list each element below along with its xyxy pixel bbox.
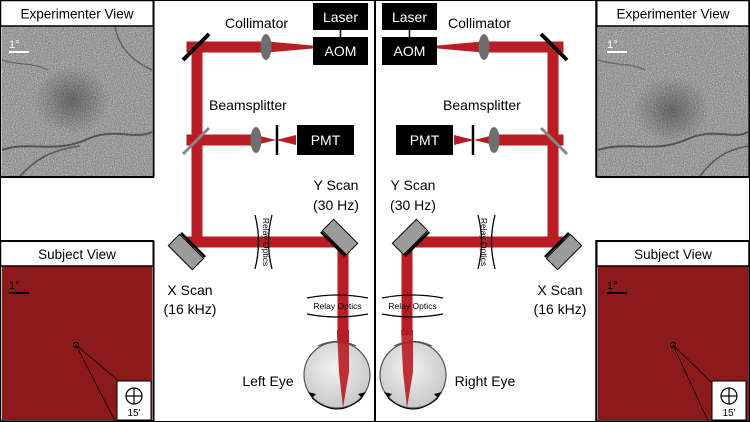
left-eye-label: Left Eye bbox=[242, 373, 294, 389]
left-subject-title: Subject View bbox=[38, 247, 116, 262]
right-reticle-label: 15' bbox=[722, 408, 735, 419]
right-retina-image bbox=[597, 26, 749, 177]
left-reticle-label: 15' bbox=[127, 408, 140, 419]
right-x-freq-label: (16 kHz) bbox=[534, 301, 587, 317]
left-relay-optics-horizontal-label: Relay Optics bbox=[313, 301, 361, 311]
left-relay-optics-horizontal bbox=[306, 294, 369, 318]
right-x-scan-label: X Scan bbox=[537, 282, 582, 298]
right-eye-label: Right Eye bbox=[455, 373, 516, 389]
right-beamsplitter-plate bbox=[539, 126, 569, 156]
right-fold-mirror bbox=[539, 32, 569, 62]
right-laser-box bbox=[382, 3, 437, 30]
left-laser-label: Laser bbox=[323, 9, 358, 25]
left-retina-image bbox=[1, 25, 153, 177]
left-fold-mirror bbox=[181, 32, 211, 62]
right-aom-label: AOM bbox=[394, 43, 426, 59]
right-target-marker bbox=[670, 342, 676, 348]
right-relay-optics-vertical bbox=[477, 214, 496, 270]
left-pmt-label: PMT bbox=[311, 132, 341, 148]
right-aom-box bbox=[382, 37, 437, 65]
right-experimenter-title: Experimenter View bbox=[616, 7, 729, 22]
right-relay-optics-horizontal-label: Relay Optics bbox=[388, 301, 436, 311]
right-experimenter-scale-label: 1° bbox=[607, 39, 618, 51]
left-beamsplitter-plate bbox=[181, 126, 211, 156]
left-subject-scale-label: 1° bbox=[9, 280, 20, 292]
right-collimator-lens bbox=[478, 34, 490, 60]
left-beamsplitter-label: Beamsplitter bbox=[209, 97, 287, 113]
right-y-scanner bbox=[391, 218, 430, 257]
left-eye bbox=[303, 340, 371, 410]
left-reticle-icon bbox=[125, 387, 143, 405]
right-beamsplitter-lens bbox=[488, 127, 500, 153]
left-experimenter-title: Experimenter View bbox=[20, 7, 133, 22]
right-laser-label: Laser bbox=[392, 9, 427, 25]
left-collimator-label: Collimator bbox=[225, 15, 288, 31]
left-half: Experimenter View 1° Subject View 1° 15' bbox=[0, 0, 371, 422]
right-half: Experimenter View 1° Subject View 1° 15' bbox=[379, 0, 750, 422]
right-beamsplitter-label: Beamsplitter bbox=[443, 97, 521, 113]
right-relay-optics-horizontal bbox=[381, 294, 444, 318]
right-relay-optics-vertical-label: Relay Optics bbox=[479, 218, 489, 266]
left-laser-box bbox=[313, 3, 368, 30]
left-collimator-lens bbox=[260, 34, 272, 60]
left-pmt-box bbox=[297, 125, 354, 155]
left-x-scanner bbox=[167, 232, 206, 271]
right-collimator-label: Collimator bbox=[448, 15, 511, 31]
right-pmt-label: PMT bbox=[410, 132, 440, 148]
left-x-freq-label: (16 kHz) bbox=[164, 301, 217, 317]
right-beam-into-eye bbox=[401, 330, 413, 408]
left-relay-optics-vertical bbox=[254, 214, 273, 270]
left-aom-label: AOM bbox=[325, 43, 357, 59]
right-subject-scale-label: 1° bbox=[607, 280, 618, 292]
left-y-scan-label: Y Scan bbox=[314, 177, 359, 193]
left-y-freq-label: (30 Hz) bbox=[313, 197, 359, 213]
left-beam-path bbox=[186, 41, 349, 336]
left-y-scanner bbox=[320, 218, 359, 257]
right-pmt-box bbox=[396, 125, 453, 155]
left-aom-box bbox=[313, 37, 368, 65]
right-y-freq-label: (30 Hz) bbox=[390, 197, 436, 213]
left-relay-optics-vertical-label: Relay Optics bbox=[261, 218, 271, 266]
left-beamsplitter-lens bbox=[250, 127, 262, 153]
right-x-scanner bbox=[544, 232, 583, 271]
right-reticle-icon bbox=[720, 387, 738, 405]
right-beam-path bbox=[401, 41, 564, 336]
left-x-scan-label: X Scan bbox=[167, 282, 212, 298]
left-target-marker bbox=[73, 342, 79, 348]
right-beam-cone-collimator bbox=[432, 41, 488, 53]
right-y-scan-label: Y Scan bbox=[391, 177, 436, 193]
left-experimenter-scale-label: 1° bbox=[9, 39, 20, 51]
right-subject-title: Subject View bbox=[634, 247, 712, 262]
left-beam-cone-collimator bbox=[262, 41, 318, 53]
